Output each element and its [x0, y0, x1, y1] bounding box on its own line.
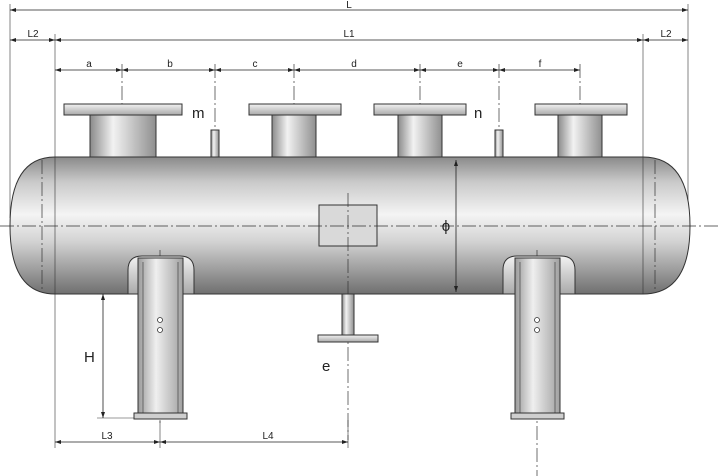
label-L1: L1	[343, 29, 355, 40]
label-H: H	[84, 349, 95, 366]
label-d: d	[351, 59, 357, 70]
saddle-support-left	[127, 255, 195, 420]
bottom-drain-nozzle	[317, 293, 379, 343]
labels: L L2 L1 L2 a b c d e f m n ϕ H L3 L4 e	[27, 0, 672, 442]
label-L4: L4	[262, 431, 274, 442]
nozzle-4	[534, 103, 628, 160]
nozzle-1	[63, 103, 183, 160]
saddle-support-right	[502, 255, 576, 420]
label-n: n	[474, 105, 482, 122]
label-e-top: e	[457, 59, 463, 70]
diameter-dimension	[454, 160, 458, 292]
label-L2-right: L2	[660, 29, 672, 40]
label-c: c	[253, 59, 258, 70]
label-L: L	[346, 0, 352, 11]
label-m: m	[192, 105, 205, 122]
small-nozzle-m	[210, 129, 220, 160]
dimension-lines-top	[9, 4, 689, 218]
label-e-bottom: e	[322, 358, 330, 375]
bottom-dimensions	[54, 294, 349, 448]
vessel-shell	[9, 156, 691, 295]
label-L2-left: L2	[27, 29, 39, 40]
label-f: f	[539, 59, 542, 70]
small-nozzle-n	[494, 129, 504, 160]
label-a: a	[86, 59, 92, 70]
height-dimension	[97, 293, 134, 419]
label-L3: L3	[101, 431, 113, 442]
label-diameter: ϕ	[442, 218, 450, 235]
top-nozzles	[63, 103, 628, 160]
nozzle-3	[373, 103, 467, 160]
label-b: b	[167, 59, 173, 70]
nozzle-2	[248, 103, 342, 160]
